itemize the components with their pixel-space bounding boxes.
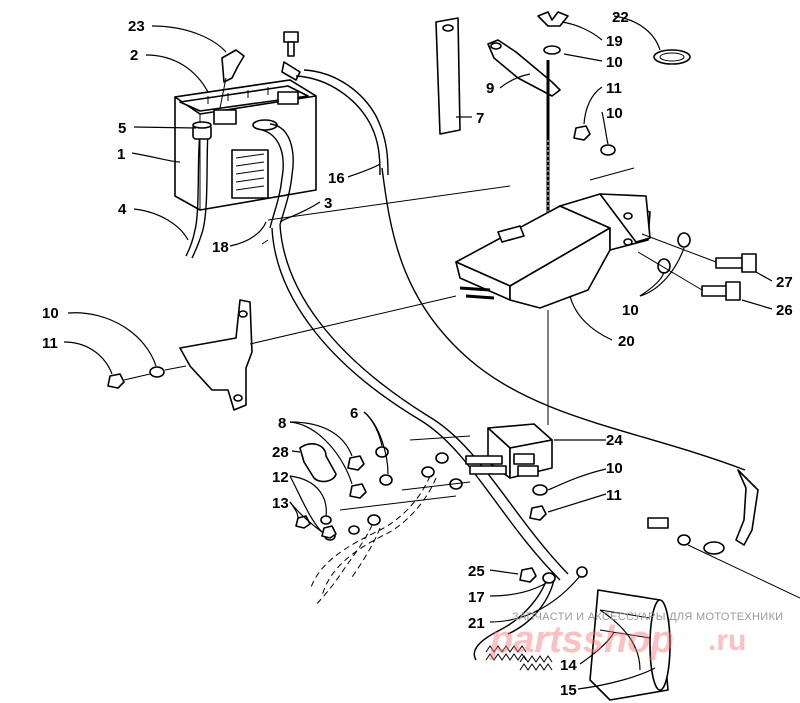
nut	[321, 525, 337, 539]
terminal-boot	[219, 49, 245, 109]
washer	[532, 484, 548, 496]
callout-15: 15	[560, 682, 577, 699]
washer	[320, 515, 332, 525]
washer	[677, 232, 691, 248]
starter-springs	[485, 645, 553, 671]
callout-11: 11	[606, 487, 622, 504]
vent-tube	[185, 131, 201, 257]
callout-13: 13	[272, 495, 289, 512]
battery-bracket	[487, 39, 561, 97]
callout-14: 14	[560, 657, 577, 674]
callout-18: 18	[212, 239, 229, 256]
callout-10: 10	[622, 302, 639, 319]
bolt	[701, 281, 741, 301]
callout-20: 20	[618, 333, 635, 350]
callout-16: 16	[328, 170, 345, 187]
callout-24: 24	[606, 432, 623, 449]
callout-9: 9	[486, 80, 494, 97]
nut	[349, 483, 367, 499]
callout-10: 10	[606, 105, 623, 122]
washer	[657, 258, 671, 274]
callout-5: 5	[118, 120, 126, 137]
callout-12: 12	[272, 469, 289, 486]
washer	[543, 45, 561, 55]
washer	[379, 474, 393, 486]
callout-7: 7	[476, 110, 484, 127]
hose-clamp	[653, 49, 691, 65]
starter-solenoid	[465, 423, 553, 479]
callout-11: 11	[42, 335, 58, 352]
callout-10: 10	[42, 305, 59, 322]
battery-tray	[455, 193, 651, 309]
washer	[600, 144, 616, 156]
callout-2: 2	[130, 47, 138, 64]
alignment-lines	[123, 167, 800, 599]
washer	[149, 366, 165, 378]
vent-elbow	[192, 121, 212, 140]
wing-nut	[537, 11, 569, 55]
callout-17: 17	[468, 589, 485, 606]
washer	[677, 534, 691, 546]
watermark-caption: ЗАПЧАСТИ И АКСЕССУАРЫ ДЛЯ МОТОТЕХНИКИ	[512, 611, 783, 623]
mounting-bracket	[179, 299, 253, 411]
callout-25: 25	[468, 563, 485, 580]
nut	[107, 373, 125, 389]
bolt	[715, 253, 757, 273]
callout-labels: 23 2 5 1 4 18 3 16 7 9 22 19 10 11 10 27…	[42, 9, 793, 699]
callout-4: 4	[118, 201, 127, 218]
nut	[347, 455, 365, 471]
callout-3: 3	[324, 195, 332, 212]
callout-8: 8	[278, 415, 286, 432]
callout-22: 22	[612, 9, 629, 26]
battery-terminal-negative	[277, 91, 299, 105]
watermark: ЗАПЧАСТИ И АКСЕССУАРЫ ДЛЯ МОТОТЕХНИКИ pa…	[489, 611, 783, 661]
negative-cable	[281, 61, 759, 555]
callout-1: 1	[117, 146, 125, 163]
battery-terminal-positive	[213, 109, 237, 125]
bolt	[647, 517, 669, 529]
hold-down-strap	[435, 17, 461, 135]
nut	[573, 125, 591, 141]
callout-6: 6	[350, 405, 358, 422]
watermark-tld: .ru	[708, 624, 746, 657]
terminal-cover	[299, 443, 337, 483]
callout-10: 10	[606, 54, 623, 71]
battery	[174, 79, 317, 211]
callout-21: 21	[468, 615, 485, 632]
positive-cable	[252, 119, 569, 581]
watermark-logo: partsshop	[489, 619, 674, 661]
callout-26: 26	[776, 302, 793, 319]
callout-10: 10	[606, 460, 623, 477]
callout-28: 28	[272, 444, 289, 461]
terminal-screw	[283, 31, 299, 57]
callout-19: 19	[606, 33, 623, 50]
callout-11: 11	[606, 80, 622, 97]
callout-23: 23	[128, 18, 145, 35]
nut	[529, 505, 547, 521]
callout-27: 27	[776, 274, 793, 291]
nut	[519, 567, 537, 583]
leader-lines	[63, 15, 773, 690]
